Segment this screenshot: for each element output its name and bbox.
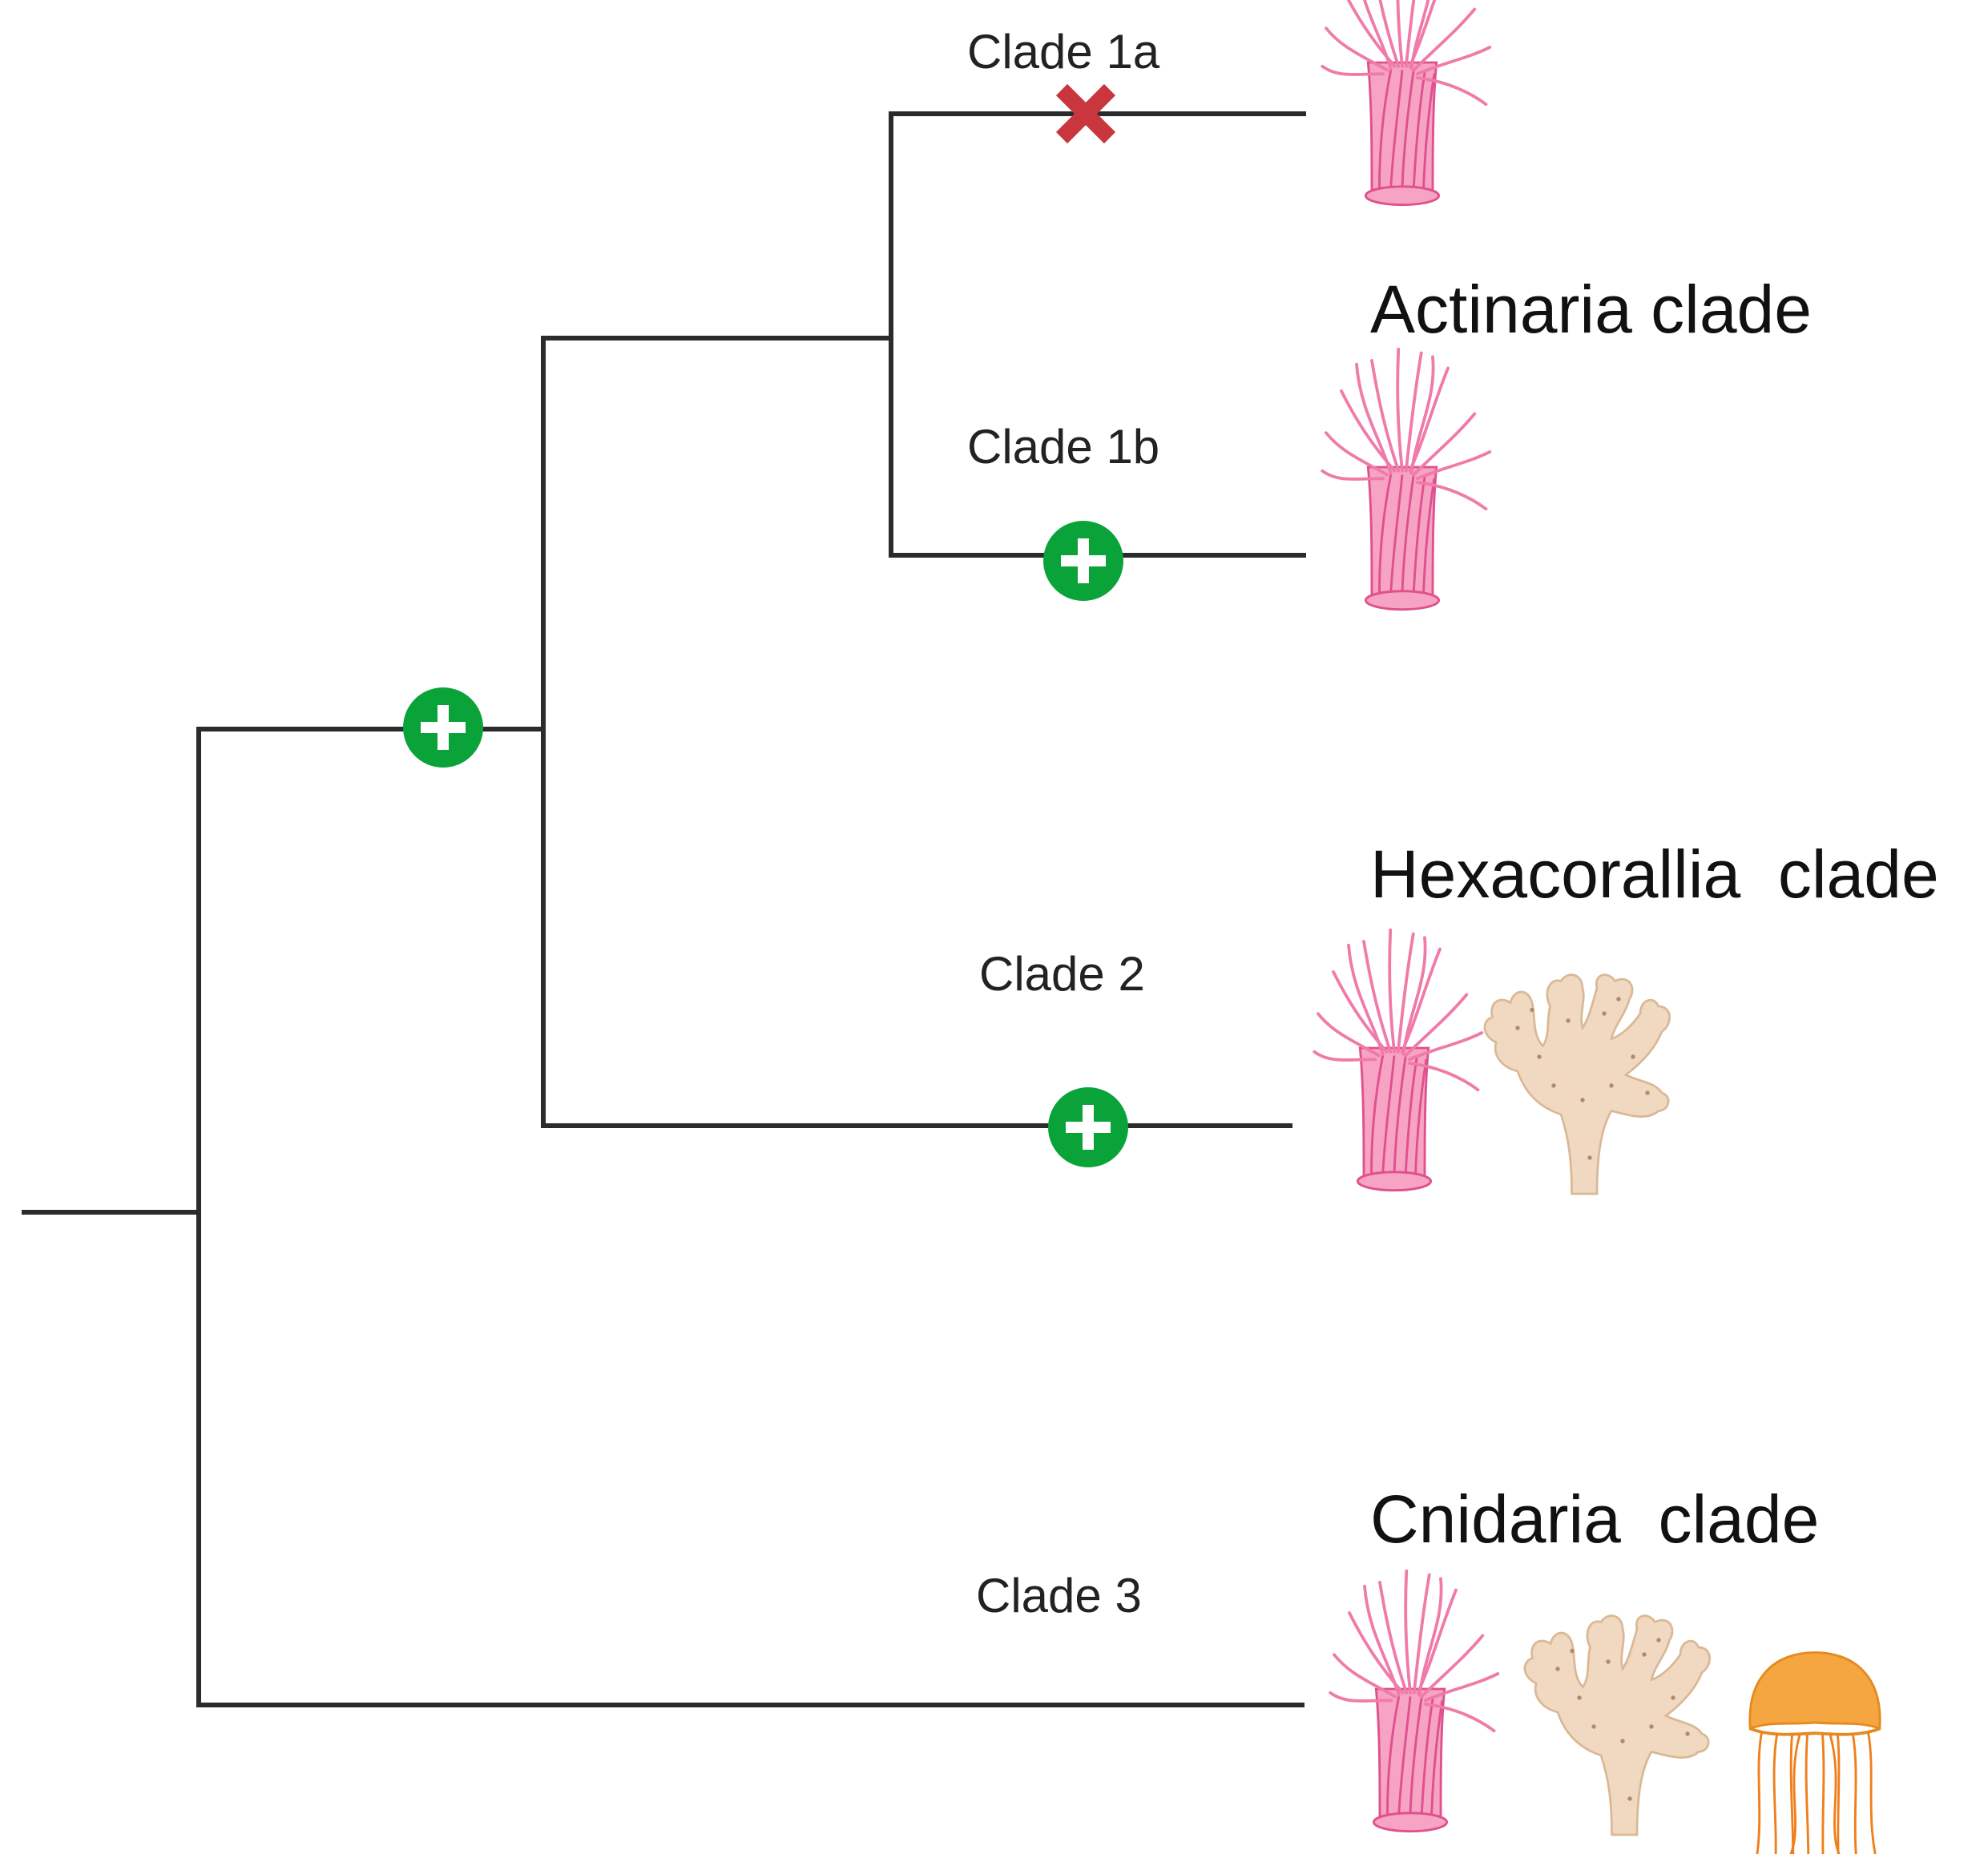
clade-2-label: Clade 2 [979, 947, 1145, 1001]
tree-branches [22, 111, 1306, 1707]
jellyfish-icon [1748, 1650, 1882, 1854]
hexacorallia-clade-label: Hexacorallia clade [1370, 836, 1939, 912]
clade-1a-label: Clade 1a [967, 25, 1160, 79]
sea-anemone-icon [1329, 1569, 1500, 1833]
cnidaria-clade-label: Cnidaria clade [1370, 1481, 1819, 1557]
sea-anemone-icon [1321, 347, 1492, 611]
sea-anemone-icon [1321, 0, 1492, 207]
sea-anemone-icon [1313, 928, 1484, 1192]
gain-marker-plus-circle-icon [403, 687, 483, 768]
clade-1b-label: Clade 1b [967, 420, 1159, 474]
coral-icon [1483, 973, 1671, 1195]
gain-marker-plus-circle-icon [1043, 521, 1123, 601]
loss-marker-cross-icon [1055, 83, 1116, 144]
gain-marker-plus-circle-icon [1048, 1087, 1128, 1167]
clade-3-label: Clade 3 [976, 1569, 1142, 1622]
coral-icon [1523, 1614, 1711, 1836]
actinaria-clade-label: Actinaria clade [1370, 272, 1812, 347]
